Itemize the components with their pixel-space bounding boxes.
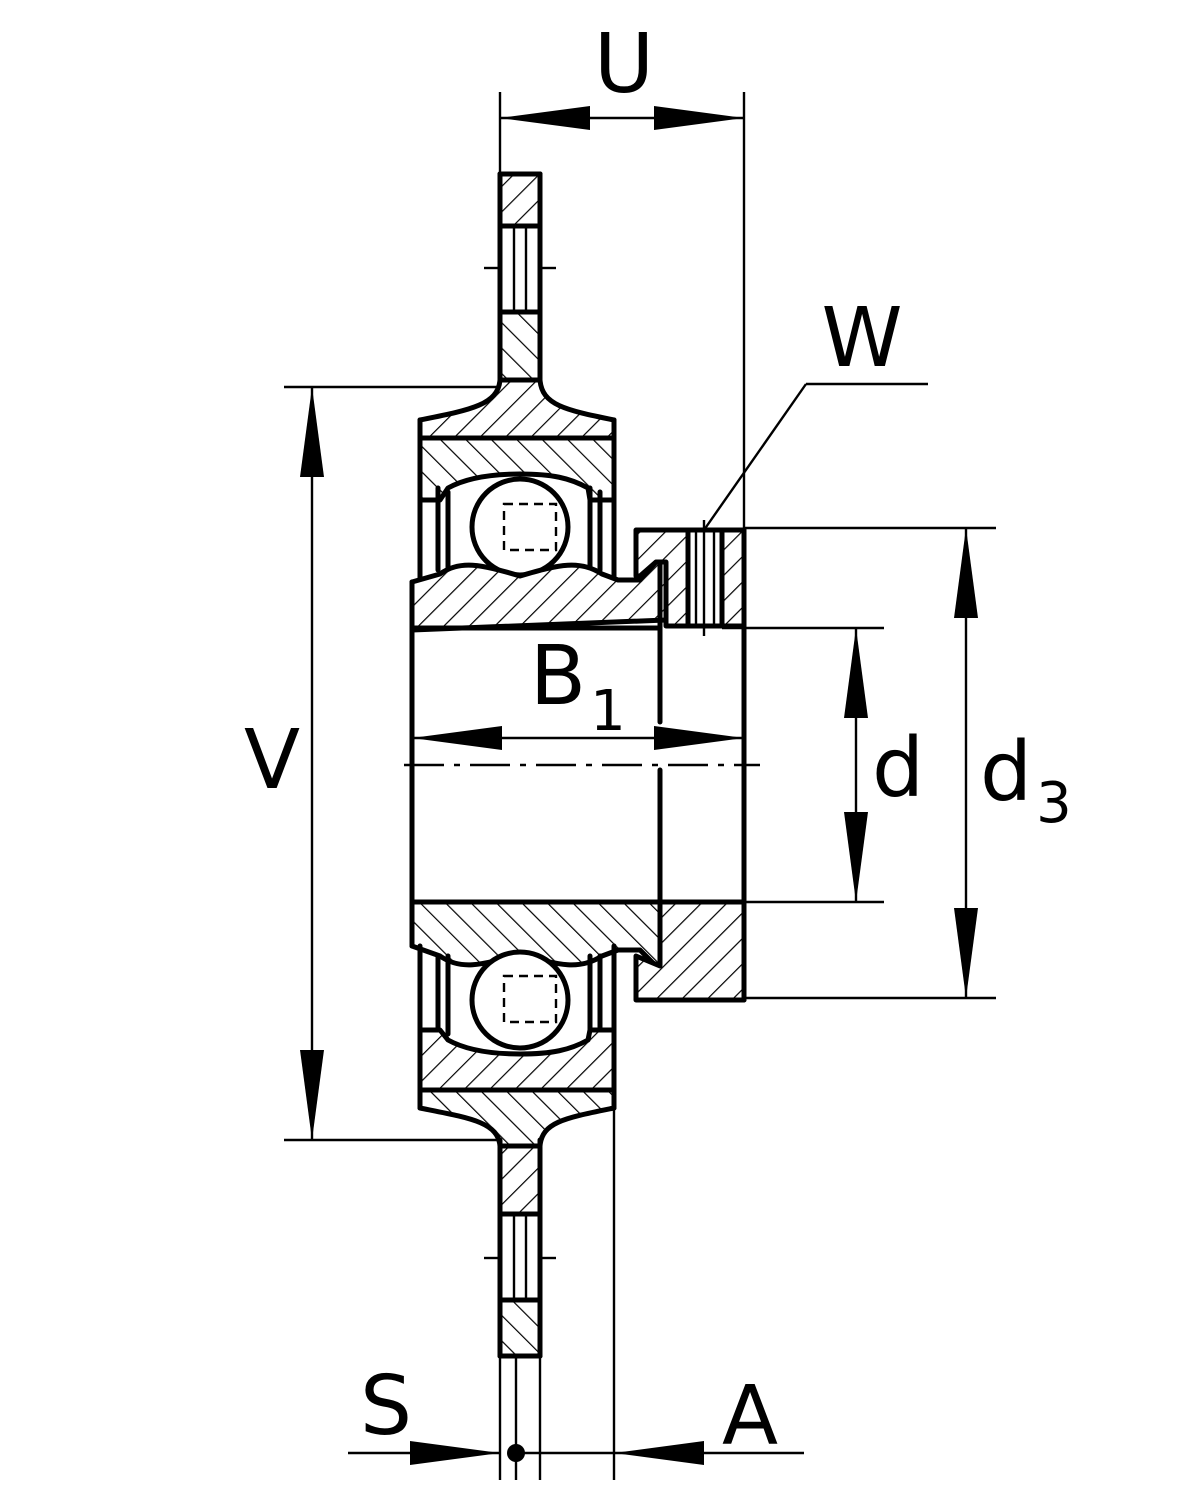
bottom-flange-stem xyxy=(484,1137,556,1359)
label-d3: d xyxy=(980,725,1032,820)
label-d3-sub: 3 xyxy=(1036,771,1072,836)
label-u: U xyxy=(594,17,654,112)
label-d: d xyxy=(872,721,924,816)
bottom-ball xyxy=(469,949,571,1051)
dimension-s-a: S A xyxy=(348,1108,804,1480)
top-seals xyxy=(435,485,603,573)
label-w: W xyxy=(821,291,902,386)
dimension-d: d xyxy=(722,626,924,904)
label-b1: B xyxy=(530,629,586,724)
dimension-b1: B 1 xyxy=(412,629,744,750)
bottom-seals xyxy=(435,953,603,1041)
bottom-housing-shell xyxy=(417,1087,617,1149)
dimension-v: V xyxy=(244,385,500,1142)
dimension-u: U xyxy=(498,17,746,530)
bottom-outer-ring xyxy=(417,943,617,1111)
label-v: V xyxy=(244,713,300,808)
top-ball xyxy=(469,476,571,578)
dimension-d3: d 3 xyxy=(744,526,1072,1000)
label-b1-sub: 1 xyxy=(590,679,626,744)
label-s: S xyxy=(360,1359,412,1454)
top-housing-shell xyxy=(417,377,617,441)
reference-point xyxy=(507,1444,525,1462)
dimension-w: W xyxy=(703,291,928,531)
top-inner-ring xyxy=(409,559,669,633)
label-a: A xyxy=(722,1369,778,1464)
